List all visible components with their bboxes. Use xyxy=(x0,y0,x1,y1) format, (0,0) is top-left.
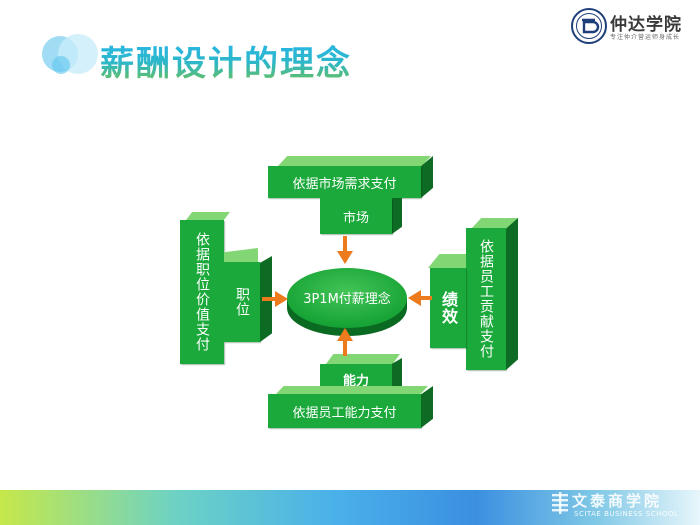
title-bubbles-decoration xyxy=(42,32,98,80)
performance-inner-label: 绩效 xyxy=(439,291,458,325)
market-inner-label: 市场 xyxy=(342,210,369,226)
footer-brand: 文泰商学院 xyxy=(572,492,663,510)
zhongda-emblem-icon xyxy=(571,8,607,44)
center-disc xyxy=(287,268,407,336)
performance-inner-face: 绩效 xyxy=(430,268,466,348)
center-label: 3P1M付薪理念 xyxy=(303,292,391,307)
scitae-footer-logo: 文泰商学院 SCITAE BUSINESS SCHOOL xyxy=(548,488,698,524)
ability-block: 能力 依据员工能力支付 xyxy=(268,354,433,430)
position-outer-face: 依据职位价值支付 xyxy=(180,220,224,364)
position-inner-label: 职位 xyxy=(234,287,250,317)
market-block: 依据市场需求支付 市场 xyxy=(268,156,433,234)
position-outer-label: 依据职位价值支付 xyxy=(194,232,210,352)
arrow-left-icon xyxy=(408,290,432,306)
performance-outer-label: 依据员工贡献支付 xyxy=(478,239,494,359)
position-inner-face: 职位 xyxy=(224,262,260,342)
performance-outer-face: 依据员工贡献支付 xyxy=(466,228,506,370)
slide-title: 薪酬设计的理念 xyxy=(100,36,352,85)
arrow-right-icon xyxy=(262,291,288,307)
zhongda-logo: 仲达学院 专注仲介营运师身成长 xyxy=(570,5,698,47)
performance-block: 依据员工贡献支付 绩效 xyxy=(428,218,520,370)
market-inner-face: 市场 xyxy=(320,198,392,234)
footer-gradient-bar xyxy=(0,490,700,525)
logo-name: 仲达学院 xyxy=(610,15,682,35)
scitae-mark-icon xyxy=(552,492,568,514)
ability-inner-label: 能力 xyxy=(342,373,369,389)
footer-brand-en: SCITAE BUSINESS SCHOOL xyxy=(574,510,679,518)
logo-slogan: 专注仲介营运师身成长 xyxy=(610,34,681,41)
ability-outer-face: 依据员工能力支付 xyxy=(268,394,421,428)
market-outer-face: 依据市场需求支付 xyxy=(268,166,421,198)
ability-outer-label: 依据员工能力支付 xyxy=(292,405,397,421)
arrow-down-icon xyxy=(337,236,353,264)
market-outer-label: 依据市场需求支付 xyxy=(292,176,397,192)
arrow-up-icon xyxy=(337,328,353,356)
position-block: 依据职位价值支付 职位 xyxy=(180,212,272,364)
